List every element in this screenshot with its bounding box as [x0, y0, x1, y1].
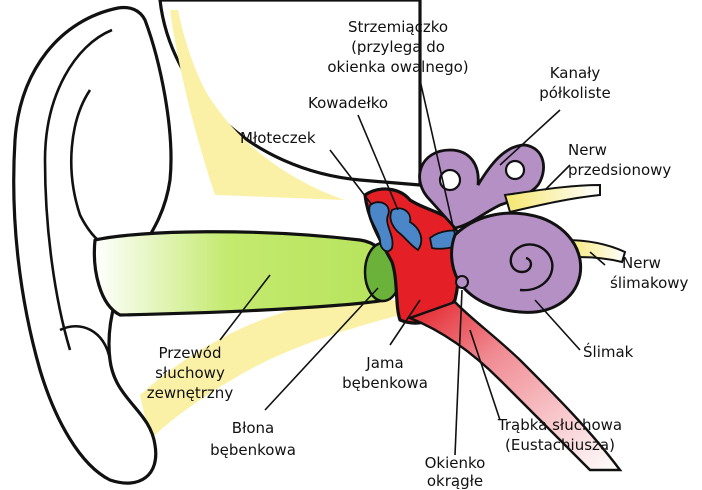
round-window — [456, 276, 468, 288]
label-stapes-line2: (przylega do — [351, 38, 445, 56]
label-cavity-line1: Jama — [365, 354, 403, 372]
label-round-window-line1: Okienko — [425, 454, 486, 472]
label-vestibular-line1: Nerw — [568, 141, 607, 159]
label-cochlea: Ślimak — [583, 342, 634, 361]
label-tube-line1: Trąbka słuchowa — [497, 416, 622, 434]
leader-cochlea — [535, 300, 580, 350]
label-incus: Kowadełko — [308, 94, 388, 112]
ear-canal — [94, 232, 392, 315]
label-stapes-line1: Strzemiączko — [348, 18, 448, 36]
cochlea — [452, 213, 581, 312]
label-canal-line2: słuchowy — [155, 364, 225, 382]
label-stapes-line3: okienka owalnego) — [327, 58, 468, 76]
label-canal-line1: Przewód — [158, 344, 221, 362]
label-canal-line3: zewnętrzny — [147, 384, 234, 402]
label-canals-line2: półkoliste — [539, 84, 611, 102]
label-tube-line2: (Eustachiusza) — [505, 436, 615, 454]
label-round-window-line2: okrągłe — [427, 472, 483, 490]
label-eardrum-line1: Błona — [232, 419, 274, 437]
label-eardrum-line2: bębenkowa — [210, 441, 296, 459]
label-vestibular-line2: przedsionowy — [568, 161, 671, 179]
label-canals-line1: Kanały — [550, 64, 601, 82]
label-malleus: Młoteczek — [240, 129, 316, 147]
label-cavity-line2: bębenkowa — [342, 374, 428, 392]
label-cochlear-nerve-line2: ślimakowy — [610, 274, 689, 292]
canal-loop-2 — [506, 161, 524, 179]
label-cochlear-nerve-line1: Nerw — [622, 254, 661, 272]
